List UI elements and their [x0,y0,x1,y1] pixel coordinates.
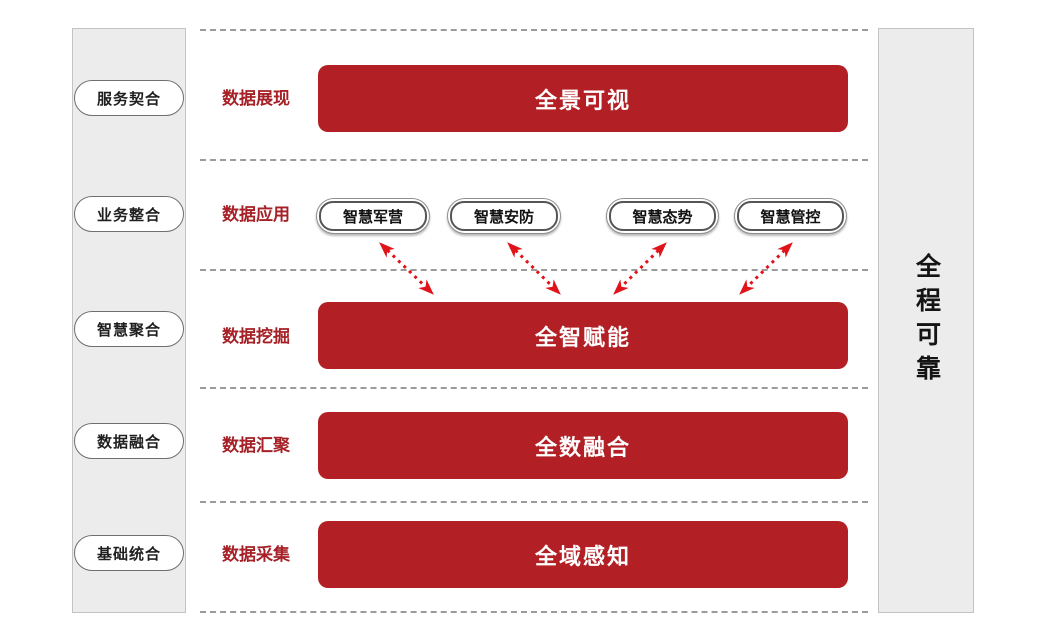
app-pill-smart-control: 智慧管控 [734,198,847,234]
row-separator [200,269,868,271]
left-rail: 服务契合 业务整合 智慧聚合 数据融合 基础统合 [72,28,186,613]
app-pill-smart-security: 智慧安防 [447,198,561,234]
left-rail-item-business-integration: 业务整合 [74,196,184,232]
app-pill-smart-barracks: 智慧军营 [316,198,430,234]
bar-full-domain-sensing: 全域感知 [318,521,848,588]
app-pill-smart-situation: 智慧态势 [606,198,719,234]
row-separator [200,29,868,31]
bar-full-intelligence-empowerment: 全智赋能 [318,302,848,369]
row-label-data-presentation: 数据展现 [222,89,290,108]
right-rail-reliability-title: 全程可靠 [912,252,941,389]
bar-panoramic-visibility: 全景可视 [318,65,848,132]
row-label-data-mining: 数据挖掘 [222,327,290,346]
app-pill-label: 智慧管控 [737,201,844,231]
left-rail-item-wisdom-convergence: 智慧聚合 [74,311,184,347]
left-rail-item-foundation-unification: 基础统合 [74,535,184,571]
row-separator [200,501,868,503]
row-separator [200,387,868,389]
left-rail-item-service-fit: 服务契合 [74,80,184,116]
row-separator [200,159,868,161]
app-pill-label: 智慧安防 [450,201,558,231]
app-pill-label: 智慧军营 [319,201,427,231]
row-separator [200,611,868,613]
row-label-data-aggregation: 数据汇聚 [222,436,290,455]
left-rail-item-data-fusion: 数据融合 [74,423,184,459]
right-rail: 全程可靠 [878,28,974,613]
bar-full-data-fusion: 全数融合 [318,412,848,479]
row-label-data-application: 数据应用 [222,205,290,224]
row-label-data-collection: 数据采集 [222,545,290,564]
app-pill-label: 智慧态势 [609,201,716,231]
